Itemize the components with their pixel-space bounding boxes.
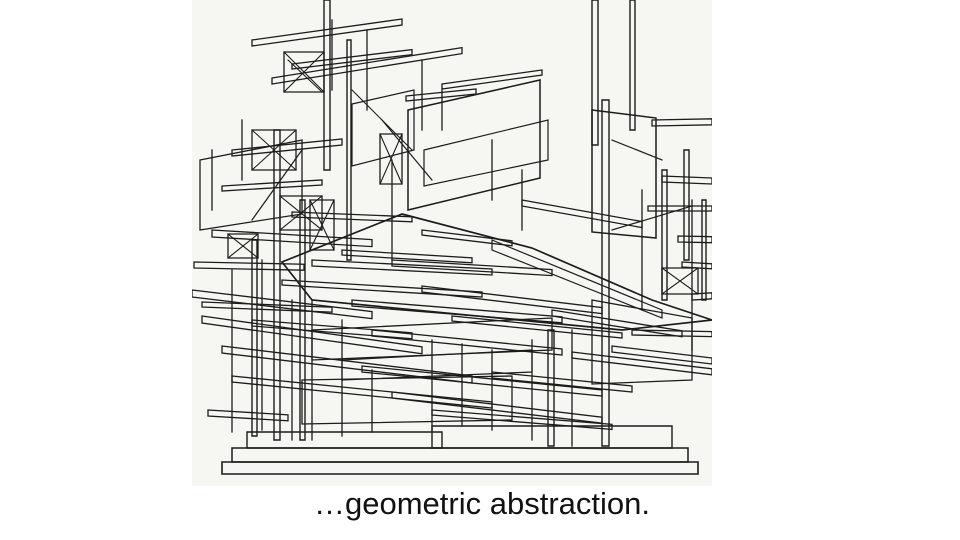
drawing-plane	[391, 391, 603, 424]
geometric-abstraction-drawing	[192, 0, 712, 486]
drawing-plane	[423, 119, 549, 187]
drawing-plane	[361, 365, 603, 397]
drawing-stroke	[251, 129, 297, 171]
drawing-plane	[231, 447, 689, 463]
drawing-plane	[291, 211, 413, 223]
drawing-canvas	[192, 0, 712, 475]
drawing-plane	[341, 349, 533, 381]
drawing-plane	[591, 0, 599, 146]
drawing-stroke	[611, 205, 693, 231]
drawing-plane	[629, 0, 636, 131]
drawing-stroke	[283, 51, 325, 93]
drawing-plane	[421, 285, 603, 315]
drawing-plane	[201, 301, 333, 313]
drawing-plane	[661, 175, 712, 185]
drawing-stroke	[379, 133, 403, 185]
drawing-plane	[251, 319, 413, 340]
drawing-plane	[346, 39, 352, 261]
drawing-plane	[193, 261, 305, 271]
slide-caption: …geometric abstraction.	[314, 486, 650, 521]
drawing-plane	[681, 261, 712, 270]
drawing-plane	[521, 199, 643, 229]
drawing-plane	[311, 259, 493, 276]
drawing-plane	[371, 329, 563, 356]
drawing-plane	[551, 309, 683, 338]
drawing-plane	[271, 46, 463, 85]
drawing-plane	[299, 199, 306, 441]
drawing-plane	[631, 329, 712, 338]
drawing-stroke	[227, 233, 259, 259]
drawing-plane	[591, 299, 693, 385]
drawing-plane	[611, 345, 712, 365]
drawing-plane	[491, 239, 663, 319]
drawing-plane	[601, 99, 610, 447]
drawing-plane	[301, 375, 513, 425]
drawing-plane	[677, 235, 712, 244]
drawing-plane	[407, 79, 541, 211]
drawing-stroke	[287, 59, 323, 93]
drawing-plane	[291, 48, 413, 70]
drawing-plane	[421, 229, 513, 247]
drawing-plane	[341, 249, 473, 264]
drawing-plane	[207, 409, 289, 422]
drawing-plane	[221, 179, 323, 192]
drawing-plane	[431, 425, 673, 449]
drawing-plane	[192, 289, 373, 320]
drawing-plane	[661, 169, 668, 301]
drawing-plane	[211, 229, 373, 248]
drawing-plane	[201, 315, 423, 355]
drawing-plane	[231, 138, 343, 157]
drawing-plane	[251, 18, 403, 47]
drawing-plane	[221, 461, 699, 475]
drawing-plane	[651, 118, 712, 127]
drawing-plane	[405, 88, 477, 102]
drawing-plane	[451, 315, 623, 339]
drawing-plane	[351, 89, 415, 167]
drawing-plane	[273, 129, 281, 441]
drawing-plane	[280, 213, 712, 331]
drawing-stroke	[381, 119, 433, 181]
drawing-plane	[683, 149, 690, 261]
drawing-plane	[591, 109, 657, 239]
drawing-stroke	[351, 89, 413, 151]
drawing-plane	[351, 299, 563, 324]
drawing-stroke	[611, 139, 663, 161]
drawing-stroke	[309, 199, 335, 251]
drawing-plane	[491, 371, 633, 393]
drawing-plane	[281, 279, 483, 298]
drawing-plane	[441, 69, 543, 90]
drawing-plane	[701, 199, 707, 301]
drawing-stroke	[251, 149, 303, 221]
drawing-plane	[323, 0, 331, 171]
